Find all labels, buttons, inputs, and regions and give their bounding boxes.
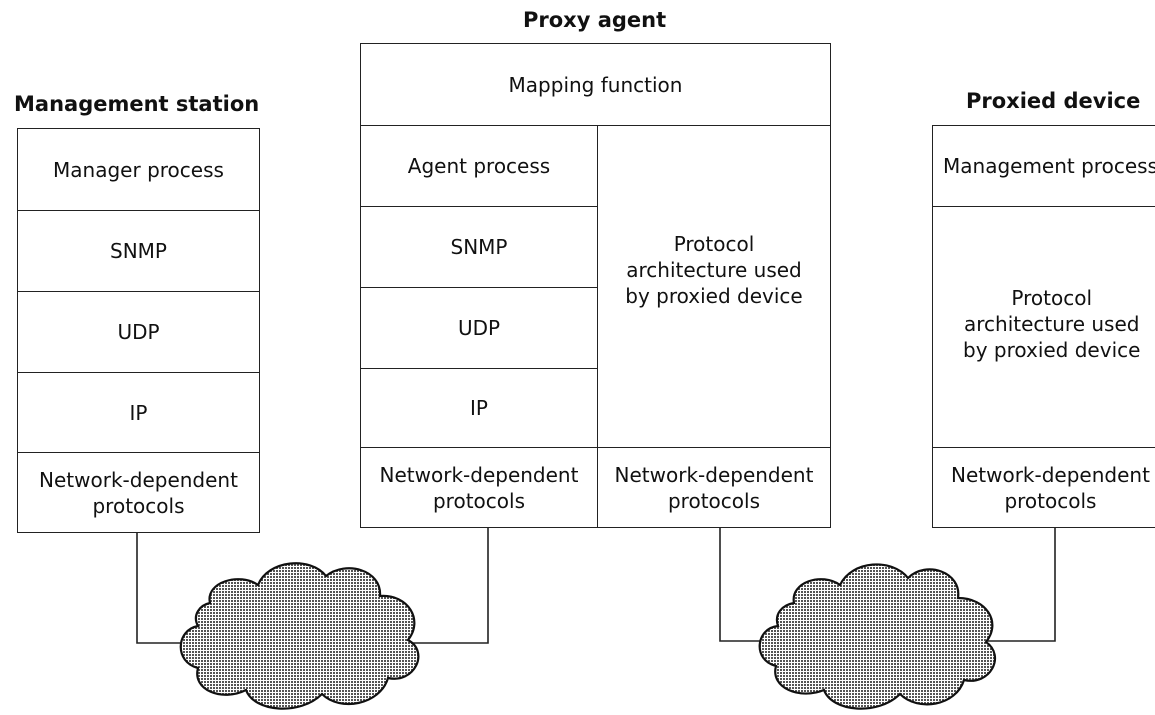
network-dependent-layer: Network-dependent protocols [932,447,1155,528]
udp-layer: UDP [360,287,598,369]
protocol-architecture-layer: Protocol architecture used by proxied de… [932,206,1155,448]
proxied-device-title: Proxied device [966,89,1141,113]
network-dependent-layer: Network-dependent protocols [17,452,260,533]
ip-layer: IP [360,368,598,448]
agent-process-layer: Agent process [360,125,598,207]
snmp-layer: SNMP [17,210,260,292]
network-cloud-right [758,563,997,710]
network-cloud-left [179,562,420,710]
network-dependent-layer: Network-dependent protocols [360,447,598,528]
protocol-architecture-layer: Protocol architecture used by proxied de… [597,125,831,448]
manager-process-layer: Manager process [17,128,260,211]
mapping-function-layer: Mapping function [360,43,831,126]
proxy-agent-title: Proxy agent [523,8,667,32]
management-station-title: Management station [14,92,260,116]
network-dependent-layer-device-side: Network-dependent protocols [597,447,831,528]
management-process-layer: Management process [932,125,1155,207]
